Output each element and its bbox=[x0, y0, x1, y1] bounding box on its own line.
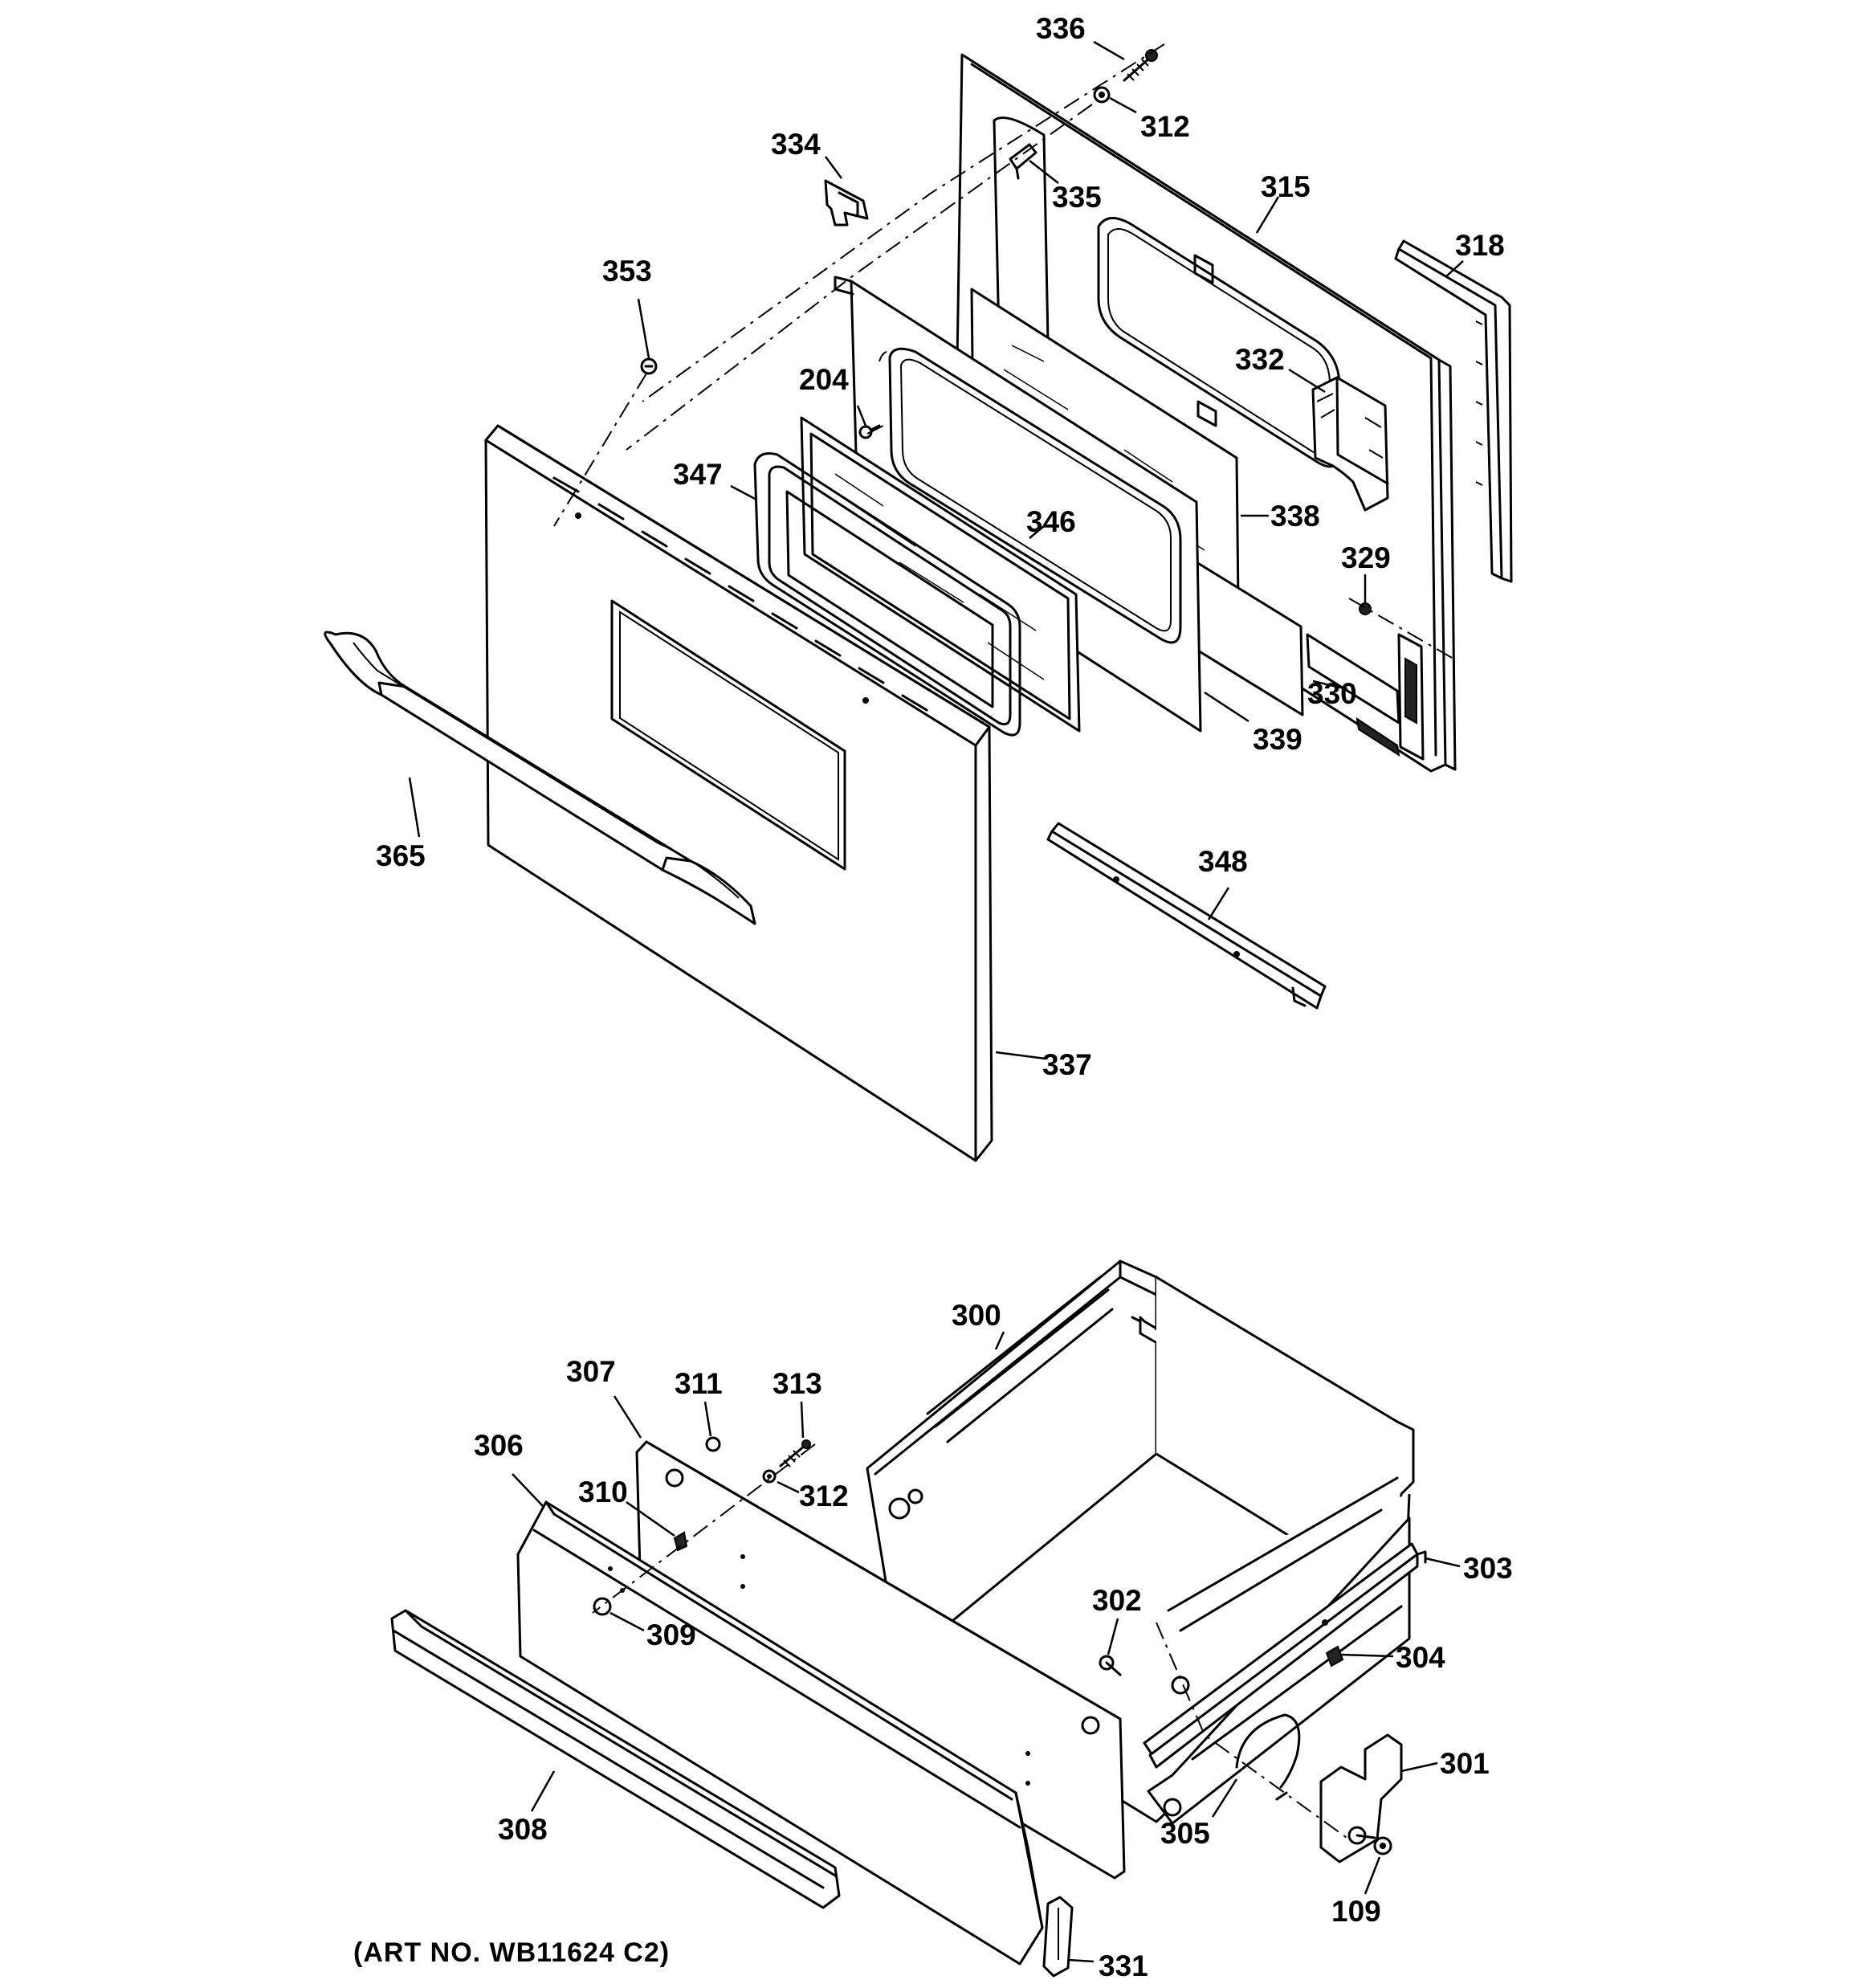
art-number-caption: (ART NO. WB11624 C2) bbox=[353, 1937, 671, 1968]
slide-rail-303 bbox=[1143, 1542, 1427, 1769]
label-338: 338 bbox=[1270, 500, 1320, 533]
label-302: 302 bbox=[1092, 1584, 1142, 1617]
nut-311 bbox=[705, 1436, 721, 1452]
wire-spring-305 bbox=[1235, 1713, 1301, 1801]
label-304: 304 bbox=[1396, 1641, 1445, 1674]
screw-353 bbox=[640, 357, 658, 375]
label-329: 329 bbox=[1341, 541, 1391, 574]
insulation-332 bbox=[1311, 376, 1389, 512]
window-frame-panel bbox=[834, 276, 1202, 733]
label-348: 348 bbox=[1198, 845, 1248, 878]
leader-lines bbox=[408, 40, 1464, 1963]
screw-336 bbox=[1123, 49, 1158, 82]
bracket-331 bbox=[1042, 1896, 1074, 1978]
door-inner-panel-315 bbox=[954, 53, 1457, 773]
label-315: 315 bbox=[1261, 170, 1311, 203]
label-353: 353 bbox=[602, 255, 652, 288]
part-labels: 336 312 334 335 315 318 353 332 204 347 … bbox=[376, 12, 1513, 1982]
pin-302 bbox=[1099, 1655, 1122, 1676]
label-109: 109 bbox=[1331, 1895, 1381, 1928]
label-310: 310 bbox=[578, 1476, 628, 1508]
label-337: 337 bbox=[1042, 1048, 1092, 1081]
label-313: 313 bbox=[773, 1367, 822, 1400]
label-305: 305 bbox=[1160, 1817, 1210, 1850]
clip-334 bbox=[824, 179, 869, 227]
label-331: 331 bbox=[1099, 1949, 1148, 1982]
label-311: 311 bbox=[675, 1367, 723, 1400]
washer-109 bbox=[1373, 1836, 1392, 1855]
washer-312-upper bbox=[1093, 86, 1111, 104]
label-303: 303 bbox=[1463, 1552, 1513, 1585]
label-365: 365 bbox=[376, 839, 426, 872]
trim-strip-308 bbox=[390, 1609, 841, 1909]
bracket-301 bbox=[1319, 1733, 1403, 1863]
washer-312-lower bbox=[762, 1469, 777, 1484]
screw-313 bbox=[779, 1439, 811, 1468]
label-332: 332 bbox=[1235, 343, 1285, 376]
label-335: 335 bbox=[1052, 181, 1102, 214]
label-334: 334 bbox=[771, 128, 821, 161]
label-339: 339 bbox=[1253, 723, 1302, 756]
clip-304 bbox=[1325, 1645, 1344, 1668]
drawer-front-306 bbox=[516, 1500, 1044, 1966]
label-346: 346 bbox=[1026, 505, 1076, 538]
label-308: 308 bbox=[498, 1813, 548, 1846]
label-330: 330 bbox=[1307, 677, 1357, 710]
door-gasket-318 bbox=[1394, 239, 1513, 583]
label-301: 301 bbox=[1440, 1747, 1490, 1780]
label-204: 204 bbox=[799, 363, 849, 396]
label-312-lower: 312 bbox=[799, 1480, 849, 1512]
outer-door-panel-337 bbox=[484, 424, 993, 1162]
label-336: 336 bbox=[1036, 12, 1086, 45]
clip-310 bbox=[673, 1531, 688, 1552]
label-306: 306 bbox=[474, 1429, 524, 1462]
window-gasket-347 bbox=[753, 452, 1021, 737]
label-300: 300 bbox=[952, 1299, 1001, 1332]
label-347: 347 bbox=[673, 458, 723, 491]
screw-204 bbox=[858, 424, 881, 439]
label-309: 309 bbox=[646, 1619, 696, 1651]
label-307: 307 bbox=[566, 1355, 616, 1388]
label-318: 318 bbox=[1455, 229, 1505, 262]
bottom-rail-348 bbox=[1046, 822, 1327, 1010]
hinge-335 bbox=[1009, 143, 1037, 180]
door-handle-365 bbox=[324, 631, 756, 925]
label-312-upper: 312 bbox=[1140, 110, 1190, 143]
